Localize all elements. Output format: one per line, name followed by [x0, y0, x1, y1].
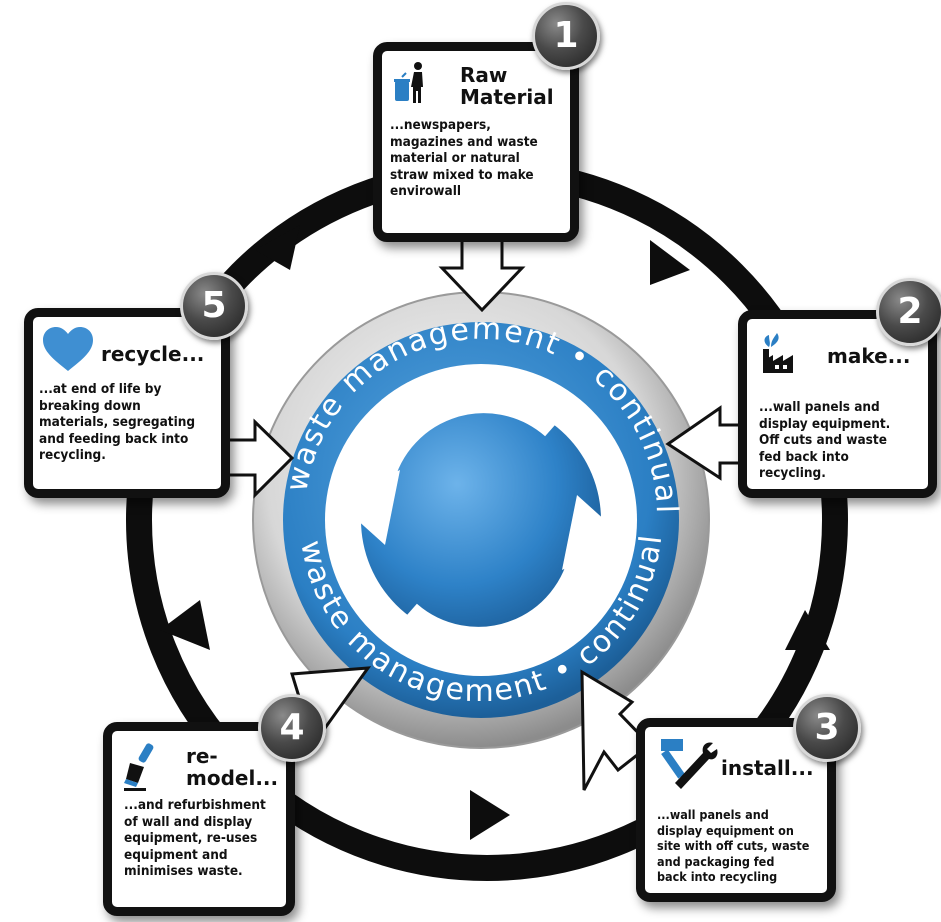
step4-body-line: equipment, re-uses	[124, 830, 258, 846]
step3-body-line: back into recycling	[657, 869, 778, 884]
step5-title: recycle...	[101, 342, 205, 366]
step4-title-line2: model...	[186, 766, 279, 790]
ring-arrowhead	[785, 610, 830, 650]
step2-body-line: recycling.	[759, 465, 826, 481]
step3-body-line: display equipment on	[657, 822, 794, 838]
step4-body-line: ...and refurbishment	[124, 797, 266, 813]
step-card-remodel: re- model... ...and refurbishment of wal…	[103, 722, 295, 916]
step1-title-line2: Material	[460, 85, 554, 109]
step2-body-line: display equipment.	[759, 415, 891, 432]
step5-body-line: breaking down	[39, 397, 141, 414]
step1-body-line: envirowall	[390, 183, 462, 199]
step-card-raw-material: Raw Material ...newspapers, magazines an…	[373, 42, 579, 242]
hammer-wrench-icon	[661, 739, 719, 793]
step2-title: make...	[827, 344, 911, 368]
step5-body-line: and feeding back into	[39, 430, 189, 447]
factory-plant-icon	[759, 333, 801, 375]
step5-body-line: materials, segregating	[39, 414, 196, 430]
step-card-make: make... ...wall panels and display equip…	[738, 310, 937, 498]
step3-body-line: site with off cuts, waste	[657, 838, 810, 853]
step1-title-line1: Raw	[460, 63, 508, 87]
step1-body-line: straw mixed to make	[390, 166, 534, 183]
step-card-recycle: recycle... ...at end of life by breaking…	[24, 308, 230, 498]
refresh-arrowheads	[335, 470, 627, 570]
step3-body: ...wall panels and display equipment on …	[657, 807, 809, 885]
step2-body-line: Off cuts and waste	[759, 432, 887, 448]
ring-arrowhead	[650, 240, 690, 285]
step4-title-line1: re-	[186, 744, 218, 768]
ring-arrowhead	[470, 790, 510, 840]
step4-body-line: of wall and display	[124, 813, 253, 830]
step3-body-line: ...wall panels and	[657, 807, 769, 822]
step4-body-line: equipment and	[124, 846, 228, 863]
heart-icon	[43, 327, 93, 373]
ring-arrowhead	[255, 225, 300, 270]
arrow-from-step5	[223, 418, 295, 499]
refresh-arrows-icon	[362, 383, 600, 657]
step1-number-badge: 1	[532, 2, 600, 70]
step2-body: ...wall panels and display equipment. Of…	[759, 399, 890, 482]
trash-bin-person-icon	[394, 61, 426, 105]
step1-body-line: magazines and waste	[390, 133, 538, 150]
cycle-arrowheads	[160, 225, 830, 840]
step1-body: ...newspapers, magazines and waste mater…	[390, 117, 538, 200]
step4-number-badge: 4	[258, 694, 326, 762]
arrow-from-step1	[438, 236, 526, 313]
inner-blue-core	[361, 400, 601, 640]
step3-body-line: and packaging fed	[657, 853, 775, 869]
arrow-from-step3	[580, 669, 653, 791]
step5-body-line: recycling.	[39, 447, 106, 463]
step2-number-badge: 2	[876, 278, 941, 346]
step3-number-badge: 3	[793, 694, 861, 762]
step3-title: install...	[721, 756, 814, 780]
ring-arrowhead	[160, 600, 210, 650]
step5-body: ...at end of life by breaking down mater…	[39, 381, 195, 464]
step4-body: ...and refurbishment of wall and display…	[124, 797, 266, 880]
step4-body-line: minimises waste.	[124, 863, 243, 879]
step5-number-badge: 5	[180, 272, 248, 340]
step2-body-line: ...wall panels and	[759, 399, 880, 415]
paint-brush-icon	[124, 743, 160, 791]
step1-body-line: material or natural	[390, 150, 520, 166]
step2-body-line: fed back into	[759, 448, 849, 465]
step5-body-line: ...at end of life by	[39, 381, 162, 397]
step1-body-line: ...newspapers,	[390, 117, 491, 133]
